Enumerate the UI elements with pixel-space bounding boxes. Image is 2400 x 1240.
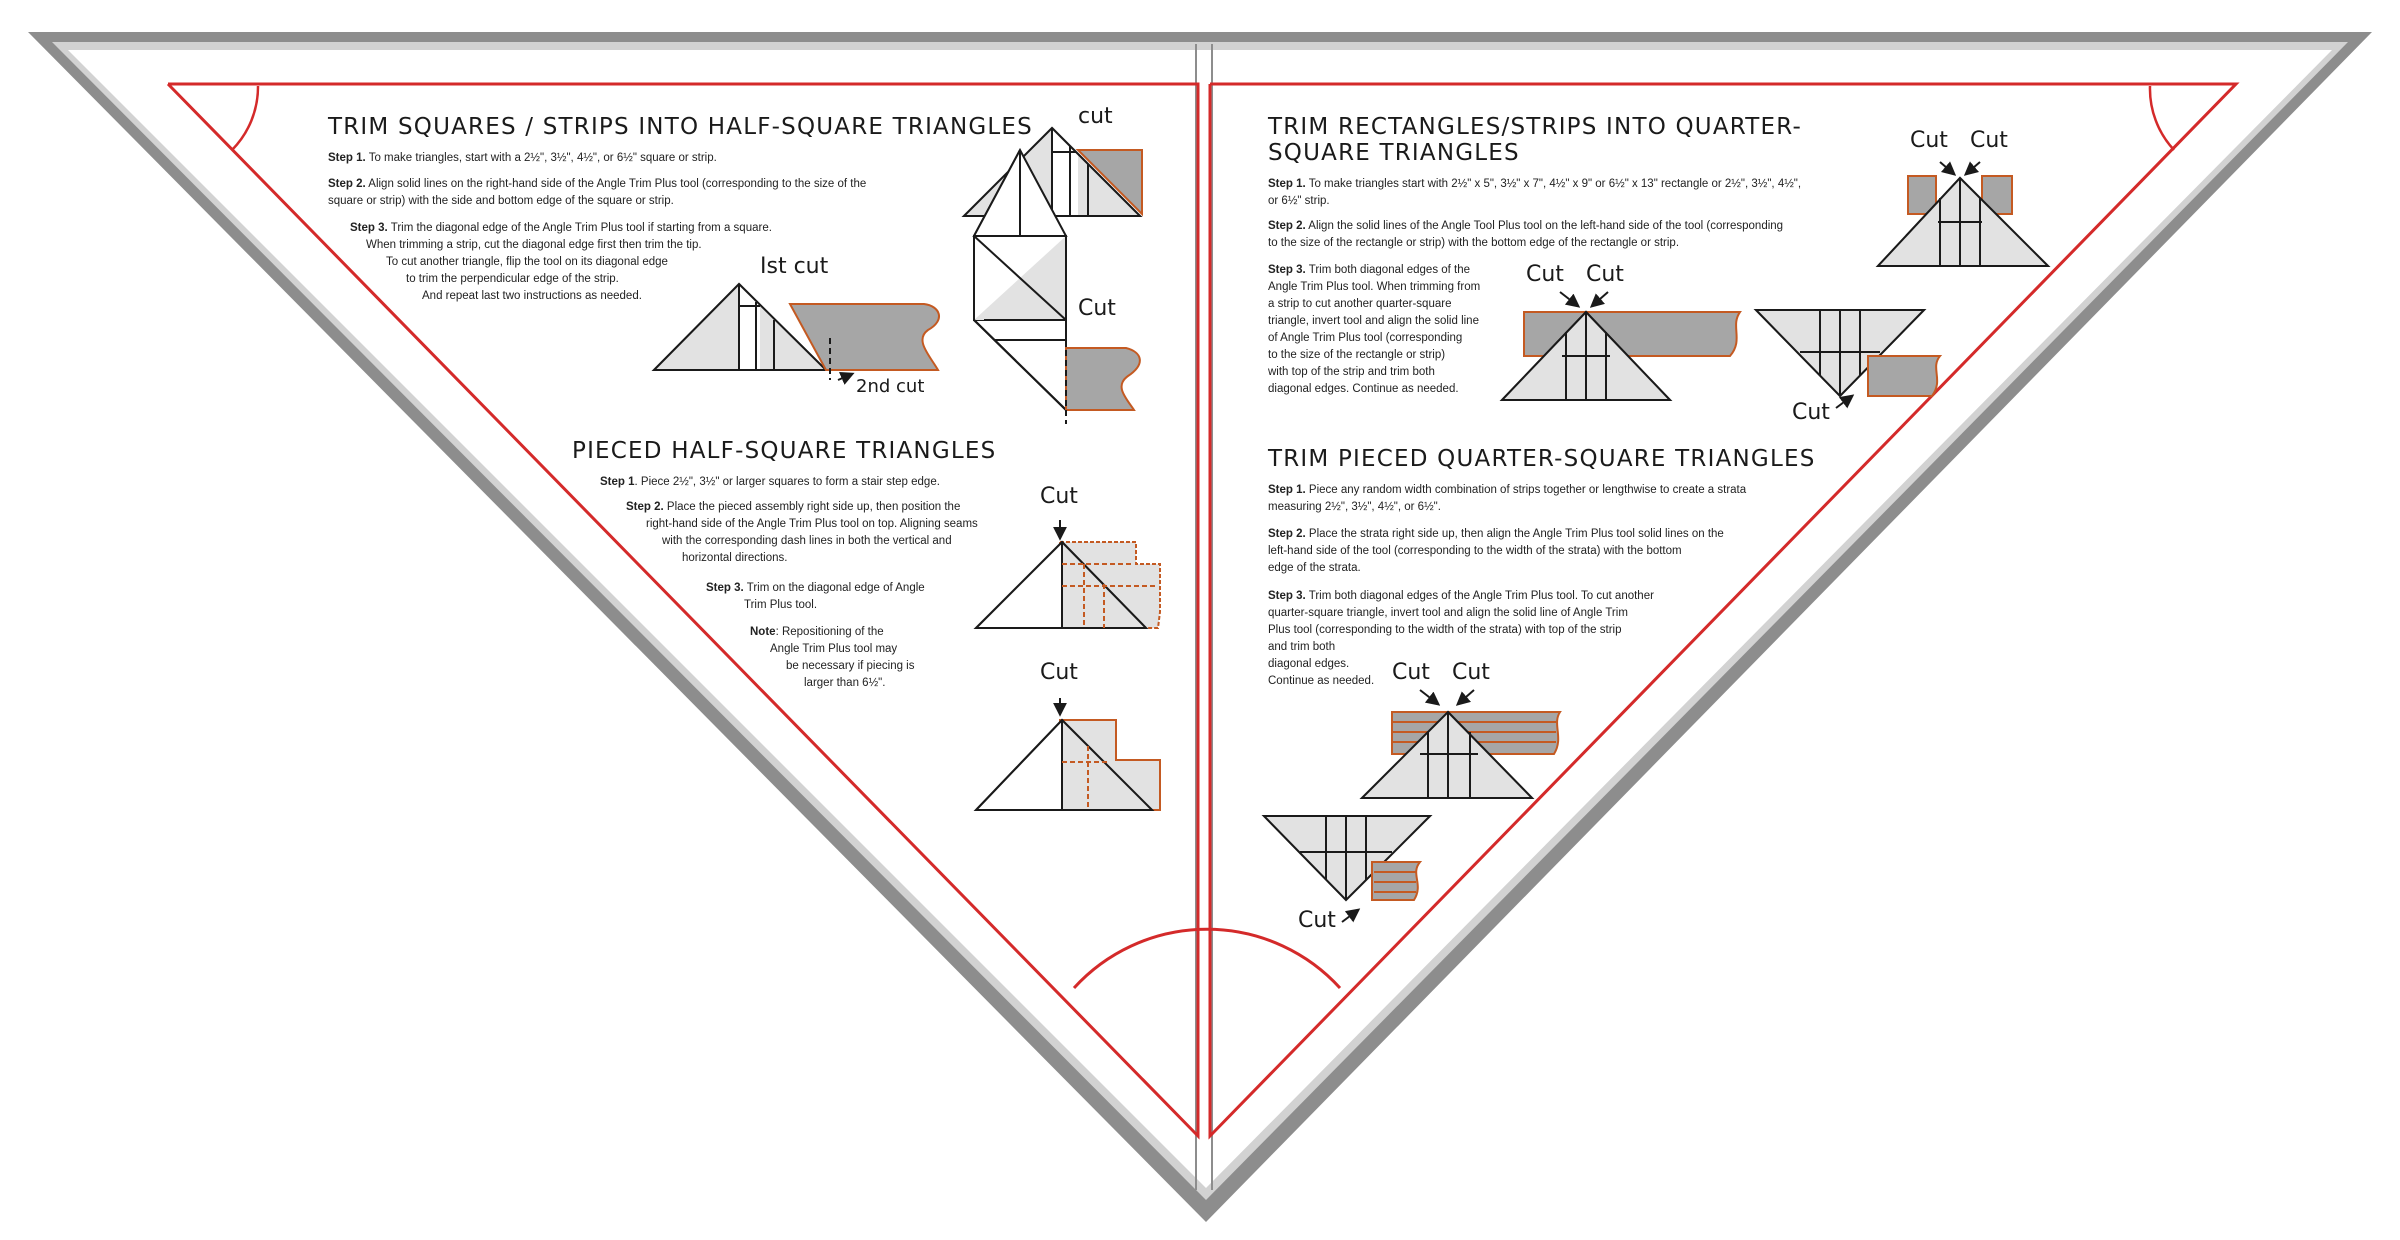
diagram-pieced-strata: [1359, 689, 1562, 799]
step-2-pieced: Step 2. Place the pieced assembly right …: [626, 501, 978, 564]
diagram-pieced-half-2: [973, 698, 1161, 811]
step-2-half-square: Step 2. Align solid lines on the right-h…: [328, 178, 867, 207]
callout-cut-strata-right: Cut: [1452, 660, 1490, 685]
callout-cut-square: cut: [1078, 104, 1113, 129]
diagram-pieced-half-1: [973, 520, 1161, 629]
callout-cut-strata-inverted: Cut: [1298, 908, 1336, 933]
callout-cut-qst-right: Cut: [1970, 128, 2008, 153]
step-3-quarter-square: Step 3. Trim both diagonal edges of the …: [1268, 264, 1481, 395]
step-2-quarter-square: Step 2. Align the solid lines of the Ang…: [1268, 220, 1784, 249]
callout-first-cut: Ist cut: [760, 254, 829, 279]
callout-second-cut: 2nd cut: [856, 376, 925, 397]
callout-cut-pieced-2: Cut: [1040, 660, 1078, 685]
step-1-pieced-quarter: Step 1. Piece any random width combinati…: [1268, 484, 1747, 513]
step-3-pieced: Step 3. Trim on the diagonal edge of Ang…: [706, 582, 925, 611]
section-heading-half-square: TRIM SQUARES / STRIPS INTO HALF-SQUARE T…: [328, 114, 1033, 140]
note-pieced: Note: Repositioning of the Angle Trim Pl…: [750, 626, 915, 689]
diagram-quarter-square-inverted: [1753, 309, 1943, 409]
step-1-quarter-square: Step 1. To make triangles start with 2½"…: [1268, 178, 1802, 207]
diagram-strip-flipped: [972, 147, 1141, 424]
diagram-quarter-square-strip: [1499, 291, 1742, 401]
section-heading-pieced-quarter-square: TRIM PIECED QUARTER-SQUARE TRIANGLES: [1268, 446, 1816, 472]
diagram-strip-first-cut: [651, 282, 940, 385]
callout-cut-strata-left: Cut: [1392, 660, 1430, 685]
step-2-pieced-quarter: Step 2. Place the strata right side up, …: [1268, 528, 1724, 574]
callout-cut-pieced-1: Cut: [1040, 484, 1078, 509]
diagram-quarter-square-top: [1875, 161, 2051, 267]
callout-cut-flipped: Cut: [1078, 296, 1116, 321]
section-heading-quarter-square: TRIM RECTANGLES/STRIPS INTO QUARTER-SQUA…: [1268, 114, 1803, 166]
diagram-pieced-strata-inverted: [1261, 815, 1433, 923]
step-1-pieced: Step 1. Piece 2½", 3½" or larger squares…: [600, 476, 940, 488]
step-3-half-square: Step 3. Trim the diagonal edge of the An…: [350, 222, 772, 302]
callout-cut-strip-right: Cut: [1586, 262, 1624, 287]
callout-cut-qst-left: Cut: [1910, 128, 1948, 153]
callout-cut-inverted: Cut: [1792, 400, 1830, 425]
callout-cut-strip-left: Cut: [1526, 262, 1564, 287]
step-1-half-square: Step 1. To make triangles, start with a …: [328, 152, 717, 164]
section-heading-pieced-half-square: PIECED HALF-SQUARE TRIANGLES: [572, 438, 997, 464]
step-3-pieced-quarter: Step 3. Trim both diagonal edges of the …: [1268, 590, 1654, 687]
